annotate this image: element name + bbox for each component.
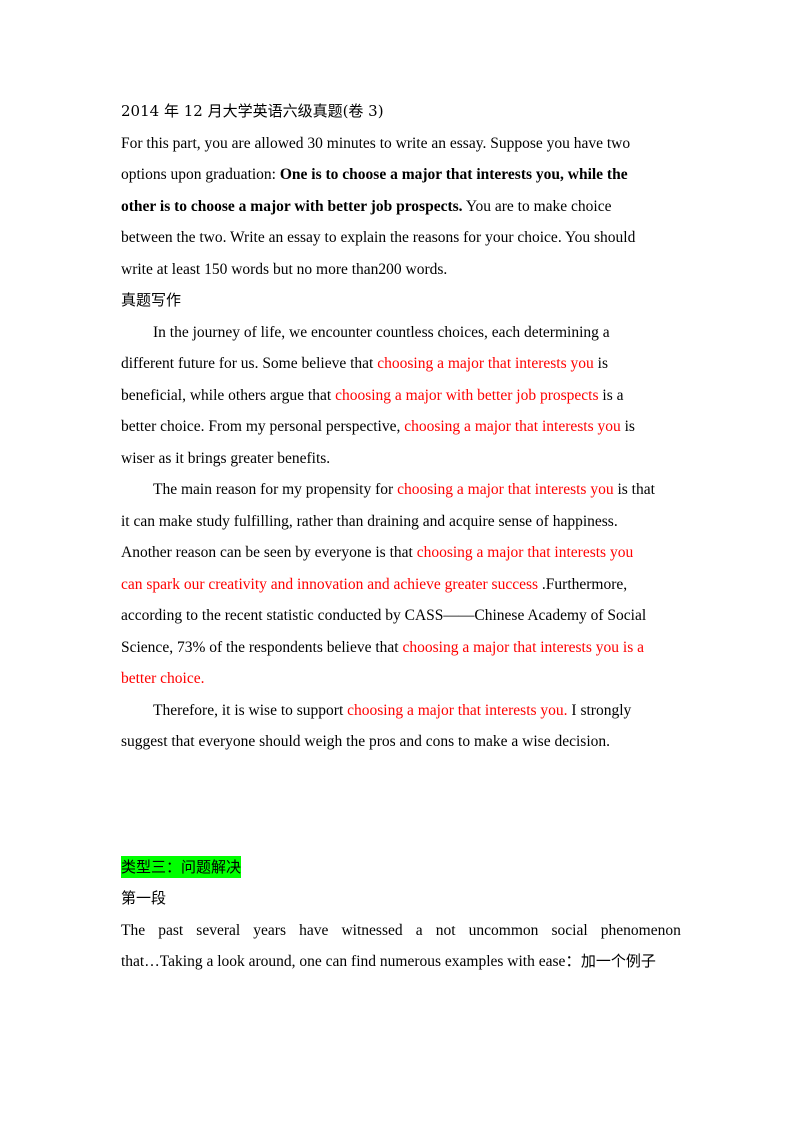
red-highlighted-phrase: choosing a major that interests you xyxy=(397,481,614,498)
essay-text: is that xyxy=(613,481,655,498)
green-highlight-heading: 类型三：问题解决 xyxy=(121,855,242,878)
template-word: uncommon xyxy=(468,921,539,939)
prompt-bold-text: One is to choose a major that interests … xyxy=(279,166,628,183)
essay-p1-line-3: beneficial, while others argue that choo… xyxy=(121,380,681,412)
essay-text: better choice. From my personal perspect… xyxy=(121,418,405,435)
prompt-text: options upon graduation: xyxy=(121,166,280,183)
template-chinese-note: 加一个例子 xyxy=(580,952,656,970)
essay-text: I strongly xyxy=(567,701,632,719)
essay-p2-line-4: can spark our creativity and innovation … xyxy=(121,569,681,601)
template-word: have xyxy=(299,921,329,939)
essay-p2-line-1: The main reason for my propensity for ch… xyxy=(121,474,681,506)
essay-text: Therefore, it is wise to support xyxy=(153,701,348,719)
red-highlighted-phrase: can spark our creativity and innovation … xyxy=(121,575,539,593)
template-word: not xyxy=(435,921,456,939)
red-highlighted-phrase: choosing a major that interests you xyxy=(404,418,621,435)
essay-text: beneficial, while others argue that xyxy=(121,386,336,404)
essay-p3-line-2: suggest that everyone should weigh the p… xyxy=(121,733,610,750)
red-highlighted-phrase: choosing a major with better job prospec… xyxy=(335,386,599,404)
exam-title: 2014 年 12 月大学英语六级真题(卷 3) xyxy=(121,102,384,120)
prompt-text: You are to make choice xyxy=(462,197,612,215)
template-word: past xyxy=(158,921,184,939)
prompt-bold-text: other is to choose a major with better j… xyxy=(121,197,463,215)
red-highlighted-phrase: better choice. xyxy=(121,670,205,687)
template-word: witnessed xyxy=(341,921,403,939)
essay-p3-line-1: Therefore, it is wise to support choosin… xyxy=(121,695,681,727)
essay-text: is a xyxy=(598,386,624,404)
document-body: 2014 年 12 月大学英语六级真题(卷 3) For this part, … xyxy=(121,96,681,978)
essay-text: is xyxy=(620,418,635,435)
essay-p1-line-2: different future for us. Some believe th… xyxy=(121,348,681,380)
template-line-2: that…Taking a look around, one can find … xyxy=(121,946,681,978)
red-highlighted-phrase: choosing a major that interests you xyxy=(377,355,594,372)
red-highlighted-phrase: choosing a major that interests you. xyxy=(347,701,568,719)
template-word: social xyxy=(551,921,588,939)
essay-p1-line-1: In the journey of life, we encounter cou… xyxy=(153,323,610,341)
essay-text: different future for us. Some believe th… xyxy=(121,355,378,372)
essay-text: .Furthermore, xyxy=(538,575,628,593)
prompt-line-3: other is to choose a major with better j… xyxy=(121,191,681,223)
template-word: The xyxy=(121,921,146,939)
template-word: years xyxy=(253,921,286,939)
type-section-heading: 类型三：问题解决 xyxy=(121,852,681,884)
template-text: that…Taking a look around, one can find … xyxy=(121,953,581,970)
essay-text: Another reason can be seen by everyone i… xyxy=(121,544,417,561)
essay-text: The main reason for my propensity for xyxy=(153,481,398,498)
type-section-sub-label: 第一段 xyxy=(121,889,167,907)
prompt-line-1: For this part, you are allowed 30 minute… xyxy=(121,134,631,152)
section-label: 真题写作 xyxy=(121,291,182,309)
essay-p2-line-6: Science, 73% of the respondents believe … xyxy=(121,632,681,664)
red-highlighted-phrase: choosing a major that interests you xyxy=(416,544,634,561)
essay-text: is xyxy=(593,355,608,372)
prompt-line-4: between the two. Write an essay to expla… xyxy=(121,229,636,246)
template-word: a xyxy=(415,921,423,939)
red-highlighted-phrase: choosing a major that interests you is a xyxy=(402,638,645,656)
essay-p2-line-3: Another reason can be seen by everyone i… xyxy=(121,537,681,569)
essay-p1-line-5: wiser as it brings greater benefits. xyxy=(121,449,331,467)
template-word: phenomenon xyxy=(600,921,681,939)
prompt-line-5: write at least 150 words but no more tha… xyxy=(121,260,448,278)
blank-space xyxy=(121,758,681,852)
prompt-line-2: options upon graduation: One is to choos… xyxy=(121,159,681,191)
essay-p1-line-4: better choice. From my personal perspect… xyxy=(121,411,681,443)
template-word: several xyxy=(196,921,241,939)
essay-p2-line-2: it can make study fulfilling, rather tha… xyxy=(121,512,618,530)
essay-p2-line-7: better choice. xyxy=(121,663,681,695)
essay-text: Science, 73% of the respondents believe … xyxy=(121,638,403,656)
essay-p2-line-5: according to the recent statistic conduc… xyxy=(121,607,647,624)
